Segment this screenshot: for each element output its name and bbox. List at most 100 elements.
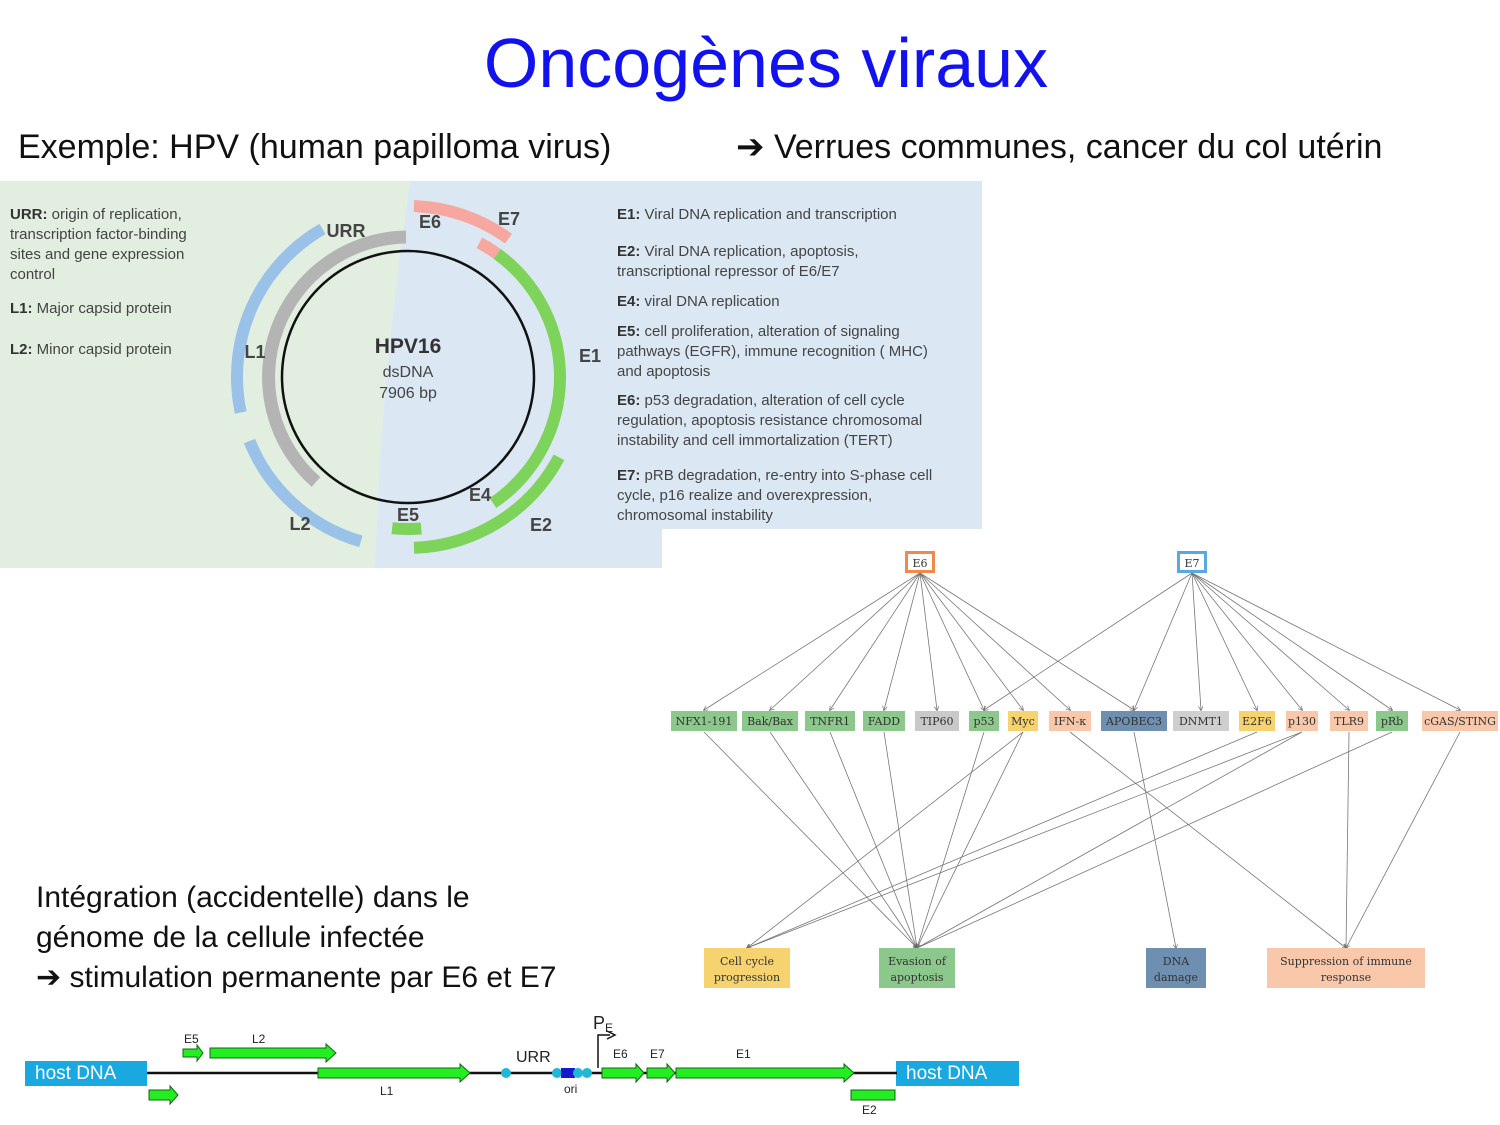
outcome-node-label: DNA (1163, 955, 1190, 968)
outcome-node-label: Evasion of (888, 955, 947, 968)
right-legend-line: E1: Viral DNA replication and transcript… (617, 206, 897, 223)
right-legend-line: transcriptional repressor of E6/E7 (617, 263, 840, 280)
urr-binding-site (501, 1068, 511, 1078)
target-node-label: IFN-κ (1054, 715, 1086, 728)
left-legend-line: L2: Minor capsid protein (10, 341, 172, 358)
network-edge (917, 731, 1024, 948)
e4-arc (489, 466, 533, 508)
left-legend: URR: origin of replication,transcription… (10, 206, 187, 358)
label-e5: E5 (184, 1032, 199, 1046)
hpv16-genome-map: HPV16 dsDNA 7906 bp URR E6 E7 E1 E4 E2 E… (0, 181, 982, 568)
label-ori: ori (564, 1082, 577, 1096)
subtitle-example: Exemple: HPV (human papilloma virus) (18, 128, 612, 166)
target-node-label: FADD (868, 715, 900, 728)
network-edge (1134, 572, 1193, 710)
ori-site (561, 1068, 575, 1078)
outcome-node (1146, 948, 1206, 988)
e2-gene-fragment (850, 1089, 896, 1101)
target-node (1049, 711, 1091, 731)
right-legend: E1: Viral DNA replication and transcript… (617, 206, 932, 524)
outcome-node-label: progression (714, 971, 780, 984)
target-node-label: APOBEC3 (1105, 715, 1162, 728)
urr-binding-site (582, 1068, 592, 1078)
target-node (1008, 711, 1038, 731)
host-dna-left: host DNA (25, 1061, 147, 1086)
right-legend-line: E2: Viral DNA replication, apoptosis, (617, 243, 859, 260)
integration-line-2: génome de la cellule infectée (36, 921, 425, 954)
network-edge (917, 731, 1393, 948)
network-edge (1191, 572, 1302, 710)
arrow-icon: ➔ (736, 128, 765, 166)
segment-label-e2: E2 (530, 515, 552, 535)
target-node (863, 711, 905, 731)
l2-gene-arrow (209, 1042, 337, 1064)
genome-name: HPV16 (375, 335, 442, 358)
outcome-node-label: Cell cycle (720, 955, 774, 968)
target-node (742, 711, 798, 731)
network-edge (917, 731, 1303, 948)
target-node (1330, 711, 1368, 731)
segment-label-l2: L2 (289, 514, 310, 534)
urr-binding-site (552, 1068, 562, 1078)
target-node-label: DNMT1 (1179, 715, 1223, 728)
target-node (1376, 711, 1408, 731)
promoter-arrowhead (606, 1030, 617, 1040)
right-legend-line: E5: cell proliferation, alteration of si… (617, 323, 900, 340)
subtitle-consequence: ➔ Verrues communes, cancer du col utérin (736, 130, 1382, 164)
e5-arc (391, 522, 422, 535)
urr-arc (262, 230, 407, 487)
integration-line-3: ➔ stimulation permanente par E6 et E7 (36, 961, 557, 994)
e1-gene-arrow (675, 1062, 855, 1084)
target-node (1239, 711, 1275, 731)
network-edge (919, 572, 1070, 710)
source-node-label: E7 (1184, 557, 1199, 570)
label-e1: E1 (736, 1047, 751, 1061)
network-edge (1191, 572, 1201, 710)
network-edge (1191, 572, 1460, 710)
extra-gene-arrow (148, 1084, 179, 1106)
label-urr: URR (516, 1049, 551, 1066)
right-legend-line: regulation, apoptosis resistance chromos… (617, 412, 922, 429)
e6-arc (413, 200, 513, 244)
right-legend-line: chromosomal instability (617, 507, 773, 524)
network-edge (747, 731, 1024, 948)
e1-arc (493, 249, 566, 499)
genome-type: dsDNA (383, 364, 434, 381)
label-e6: E6 (613, 1047, 628, 1061)
l1-gene-arrow (317, 1062, 471, 1084)
network-edge (770, 572, 921, 710)
network-edge (884, 572, 921, 710)
network-edge (703, 731, 917, 948)
network-edge (1346, 731, 1350, 948)
network-edge (919, 572, 1023, 710)
right-legend-line: cycle, p16 realize and overexpression, (617, 487, 872, 504)
target-node-label: TNFR1 (810, 715, 850, 728)
outcome-node-label: apoptosis (890, 971, 943, 984)
source-node-label: E6 (912, 557, 927, 570)
left-legend-line: L1: Major capsid protein (10, 300, 172, 317)
host-dna-right: host DNA (896, 1061, 1019, 1086)
label-l1: L1 (380, 1084, 394, 1098)
left-legend-line: URR: origin of replication, (10, 206, 182, 223)
arrow-icon: ➔ (36, 961, 62, 994)
promoter-arrow-icon (597, 1034, 610, 1068)
target-node-label: Myc (1011, 715, 1035, 728)
genome-circle (280, 249, 536, 505)
network-edge (769, 731, 917, 948)
segment-label-urr: URR (327, 221, 366, 241)
outcome-node-label: Suppression of immune (1280, 955, 1412, 968)
left-legend-line: sites and gene expression (10, 246, 184, 263)
l1-arc (231, 223, 326, 414)
segment-label-e4: E4 (469, 485, 491, 505)
right-legend-line: E7: pRB degradation, re-entry into S-pha… (617, 467, 932, 484)
right-legend-line: E4: viral DNA replication (617, 293, 780, 310)
right-legend-line: and apoptosis (617, 363, 710, 380)
segment-label-l1: L1 (244, 342, 265, 362)
label-l2: L2 (252, 1032, 266, 1046)
segment-label-e7: E7 (498, 209, 520, 229)
urr-binding-site (573, 1068, 583, 1078)
network-edge (1191, 572, 1349, 710)
outcome-node-label: damage (1154, 971, 1198, 984)
network-edge (919, 572, 984, 710)
outcome-node (879, 948, 955, 988)
